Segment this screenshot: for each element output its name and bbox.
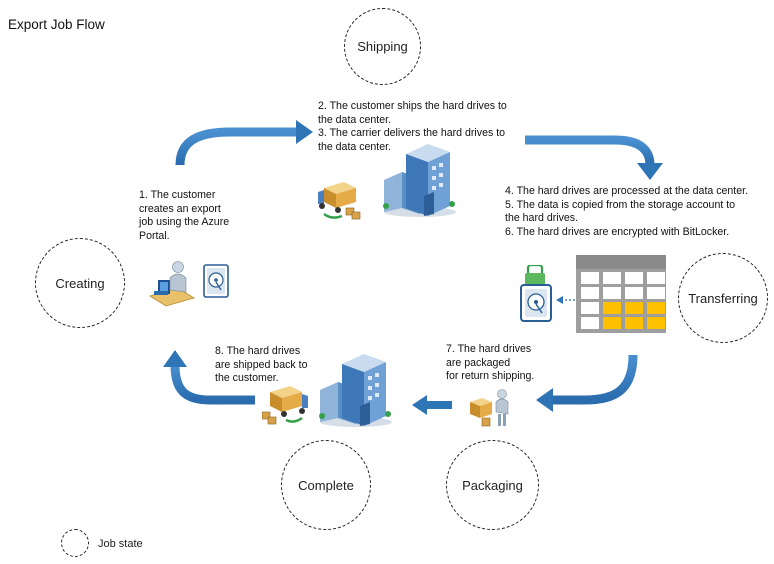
step-line: for return shipping. [446, 370, 535, 382]
page-title: Export Job Flow [8, 17, 105, 32]
table-cell [647, 272, 665, 284]
table-cell [603, 302, 621, 314]
state-transferring-label: Transferring [688, 290, 758, 306]
step-line: are shipped back to [215, 358, 308, 371]
state-packaging-label: Packaging [462, 477, 523, 493]
step-1-text: 1. The customer creates an export job us… [139, 189, 229, 243]
delivery-truck-icon [318, 182, 361, 220]
state-packaging: Packaging [446, 440, 539, 530]
delivery-truck-icon [262, 386, 308, 425]
table-cell [603, 317, 621, 329]
step-line: 3. The carrier delivers the hard drives … [318, 127, 506, 139]
table-cell [647, 317, 665, 329]
state-creating: Creating [35, 238, 125, 328]
step-line: 6. The hard drives are encrypted with Bi… [505, 225, 730, 238]
arrow-shipping-to-transferring [525, 135, 663, 180]
step-line: creates an export [139, 202, 221, 215]
packaging-worker-icon [470, 389, 509, 427]
step-line: Portal. [139, 229, 170, 242]
table-cell [603, 287, 621, 299]
step-line: 5. The data is copied from the storage a… [505, 198, 736, 211]
step-7-text: 7. The hard drives are packaged for retu… [446, 343, 534, 384]
step-line: the hard drives. [505, 212, 579, 224]
state-creating-label: Creating [55, 275, 105, 291]
table-cell [625, 287, 643, 299]
hard-drive-icon [203, 264, 229, 298]
table-cell [647, 287, 665, 299]
step-line: the data center. [318, 113, 392, 126]
step-line: job using the Azure [139, 216, 230, 228]
table-cell [625, 302, 643, 314]
step-line: 2. The customer ships the hard drives to [318, 100, 507, 112]
table-cell [603, 272, 621, 284]
step-line: 4. The hard drives are processed at the … [505, 185, 749, 197]
step-line: the customer. [215, 372, 279, 384]
step-line: 8. The hard drives [215, 345, 301, 357]
step-line: the data center. [318, 140, 392, 153]
legend-job-state-label: Job state [98, 538, 143, 550]
datacenter-building-icon [383, 144, 456, 217]
state-shipping: Shipping [344, 8, 421, 85]
state-complete-label: Complete [298, 477, 354, 493]
table-cell [581, 272, 599, 284]
step-line: 7. The hard drives [446, 343, 532, 355]
state-transferring: Transferring [678, 253, 768, 343]
arrow-table-to-drive [556, 296, 575, 304]
table-cell [625, 272, 643, 284]
customer-portal-icon [149, 261, 195, 307]
step-line: are packaged [446, 356, 511, 369]
table-cell [581, 317, 599, 329]
encrypted-drive-icon [520, 265, 552, 322]
table-cell [581, 287, 599, 299]
arrow-packaging-to-complete [412, 395, 452, 415]
datacenter-building-icon [319, 354, 392, 427]
table-cell [647, 302, 665, 314]
state-shipping-label: Shipping [357, 39, 408, 54]
state-complete: Complete [281, 440, 371, 530]
storage-table-icon [576, 255, 666, 333]
step-2-3-text: 2. The customer ships the hard drives to… [318, 100, 507, 154]
arrow-creating-to-shipping [175, 120, 313, 166]
table-cell [625, 317, 643, 329]
table-cell [581, 302, 599, 314]
step-8-text: 8. The hard drives are shipped back to t… [215, 345, 307, 386]
step-line: 1. The customer [139, 189, 216, 201]
step-4-6-text: 4. The hard drives are processed at the … [505, 185, 748, 239]
arrow-transferring-to-packaging [536, 354, 638, 412]
legend-job-state-swatch [61, 529, 89, 557]
arrow-complete-to-creating [163, 350, 255, 405]
